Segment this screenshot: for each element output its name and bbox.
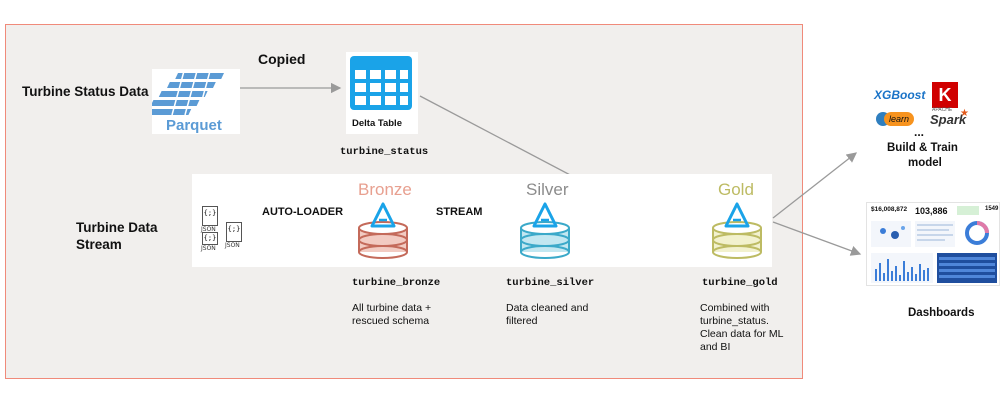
json-files-icon: {;} JSON {;} JSON {;} JSON (196, 204, 252, 252)
turbine-status-table-name: turbine_status (340, 146, 429, 158)
stream-label: STREAM (436, 206, 483, 218)
silver-title: Silver (526, 180, 569, 199)
spark-star-icon: ★ (960, 108, 969, 119)
silver-desc-2: filtered (506, 315, 538, 327)
dashboard-kpi-2: 103,886 (915, 206, 948, 216)
xgboost-logo: XGBoost (874, 88, 926, 102)
keras-logo: K (932, 82, 958, 108)
sklearn-logo: learn (884, 112, 914, 126)
ml-logos: XGBoost K learn APACHE Spark ★ (870, 80, 980, 140)
bronze-database-icon (358, 202, 408, 259)
spark-small-text: APACHE (932, 107, 953, 113)
parquet-icon (142, 70, 224, 116)
build-train-caption-2: model (908, 157, 942, 169)
turbine-silver-table-name: turbine_silver (506, 277, 595, 289)
dashboard-kpi-1: $16,008,872 (871, 206, 908, 213)
json-file-icon: {;} (202, 206, 218, 226)
gold-to-ml-arrow (772, 152, 858, 219)
gold-desc-4: and BI (700, 341, 731, 353)
silver-desc-1: Data cleaned and (506, 302, 589, 314)
turbine-status-data-label: Turbine Status Data (22, 84, 149, 99)
delta-table-icon (350, 56, 412, 110)
json-file-icon: {;} (202, 232, 218, 245)
ml-ellipsis: ... (914, 125, 925, 139)
turbine-bronze-table-name: turbine_bronze (352, 277, 441, 289)
dashboard-kpi-3: 1549 (985, 206, 999, 212)
gold-desc-1: Combined with (700, 302, 770, 314)
gold-desc-2: turbine_status. (700, 315, 769, 327)
bronze-title: Bronze (358, 180, 412, 199)
gold-desc-3: Clean data for ML (700, 328, 784, 340)
bronze-desc-1: All turbine data + (352, 302, 432, 314)
dashboard-kpi-badge (957, 206, 979, 215)
turbine-gold-table-name: turbine_gold (702, 277, 778, 289)
silver-database-icon (520, 202, 570, 259)
delta-table-label: Delta Table (352, 118, 402, 129)
turbine-data-stream-label-1: Turbine Data (76, 220, 158, 235)
copied-label: Copied (258, 51, 306, 67)
delta-table-logo: Delta Table (346, 52, 418, 134)
auto-loader-label: AUTO-LOADER (262, 206, 344, 218)
spark-logo: Spark (930, 112, 967, 127)
dashboard-thumbnail: $16,008,872 103,886 1549 (866, 202, 1000, 286)
turbine-data-stream-label-2: Stream (76, 237, 122, 252)
gold-to-dashboard-arrow (772, 221, 862, 256)
stream-panel (192, 174, 772, 267)
bronze-desc-2: rescued schema (352, 315, 430, 327)
dashboard-charts (871, 221, 997, 283)
dashboards-caption: Dashboards (908, 307, 975, 319)
json-file-icon: {;} (226, 222, 242, 242)
build-train-caption-1: Build & Train (887, 142, 958, 154)
gold-database-icon (712, 202, 762, 259)
gold-title: Gold (718, 180, 754, 199)
parquet-logo: Parquet (142, 69, 240, 134)
parquet-logo-text: Parquet (166, 117, 222, 134)
